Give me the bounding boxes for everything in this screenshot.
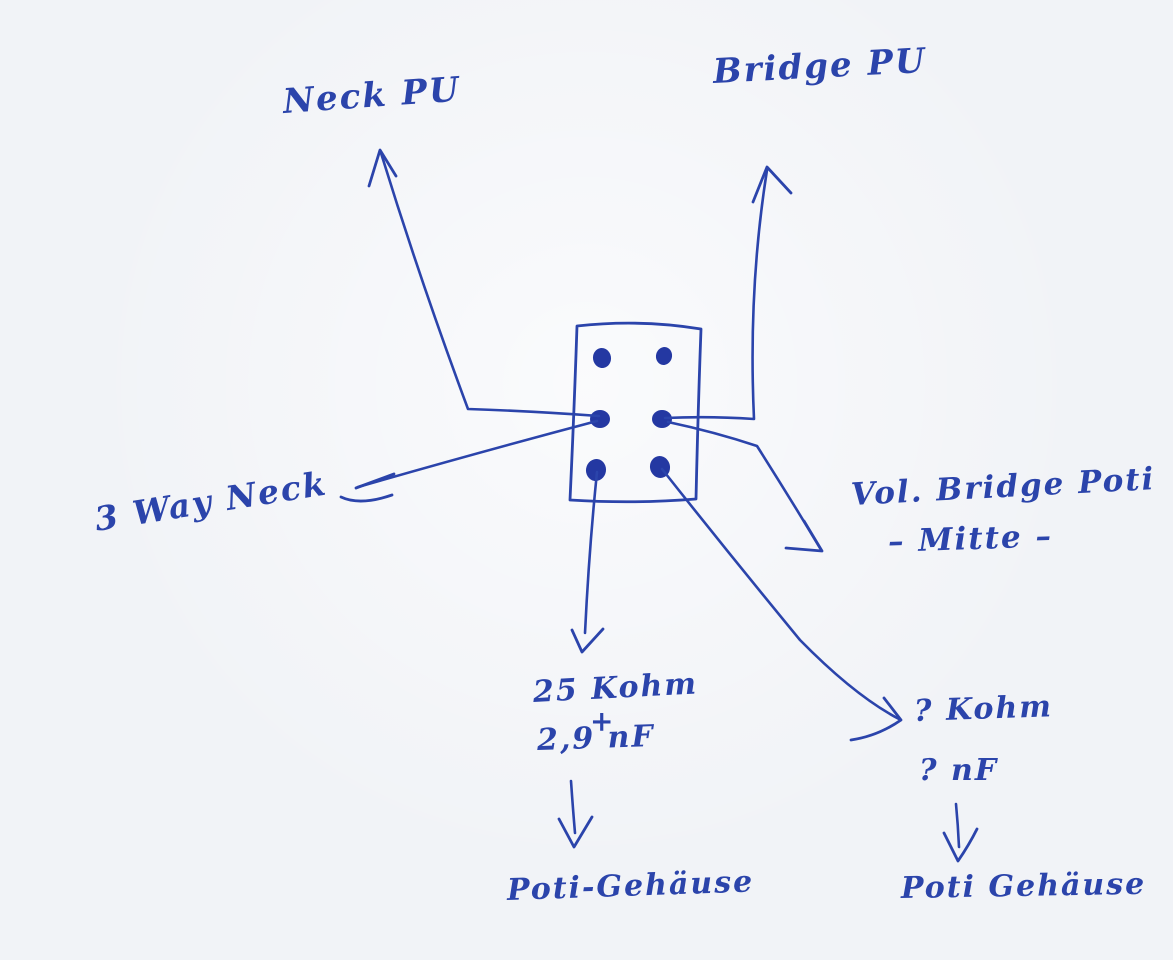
three-way-neck-arrow (356, 419, 599, 489)
pin-dot-bottom-left (585, 459, 607, 481)
vol-bridge-poti-arrow (666, 420, 822, 550)
neck-ground-arrow (569, 779, 577, 835)
vol-bridge-poti-arrowhead (784, 519, 824, 553)
neck-ground-arrowhead (557, 815, 594, 849)
pin-dot-top-right (655, 347, 673, 365)
bridge-pot-value-arrowhead (849, 696, 903, 742)
bridge-pot-value-arrow (660, 467, 901, 721)
switch-body-outline (568, 321, 703, 504)
label-bridge-pot-value: ? Kohm (913, 689, 1054, 729)
pin-dot-mid-right (652, 410, 672, 428)
label-bridge-cap-value: ? nF (919, 753, 999, 788)
label-vol-bridge-poti-line2: – Mitte – (887, 518, 1054, 560)
label-plus-sign: + (590, 705, 616, 738)
neck-pu-arrow (379, 151, 601, 418)
neck-pot-value-arrow (583, 470, 599, 635)
bridge-ground-arrowhead (942, 827, 979, 863)
bridge-pu-arrow (663, 168, 769, 421)
three-way-neck-arrowhead (339, 472, 396, 503)
label-bridge-ground: Poti Gehäuse (900, 866, 1147, 906)
pin-dot-mid-left (590, 410, 610, 428)
pin-dot-top-left (592, 348, 612, 368)
bridge-pu-arrowhead (751, 165, 793, 204)
neck-pot-value-arrowhead (570, 627, 605, 654)
neck-pu-arrowhead (367, 148, 398, 188)
label-neck-cap-value: 2,9 nF (536, 718, 656, 758)
bridge-ground-arrow (954, 802, 961, 849)
